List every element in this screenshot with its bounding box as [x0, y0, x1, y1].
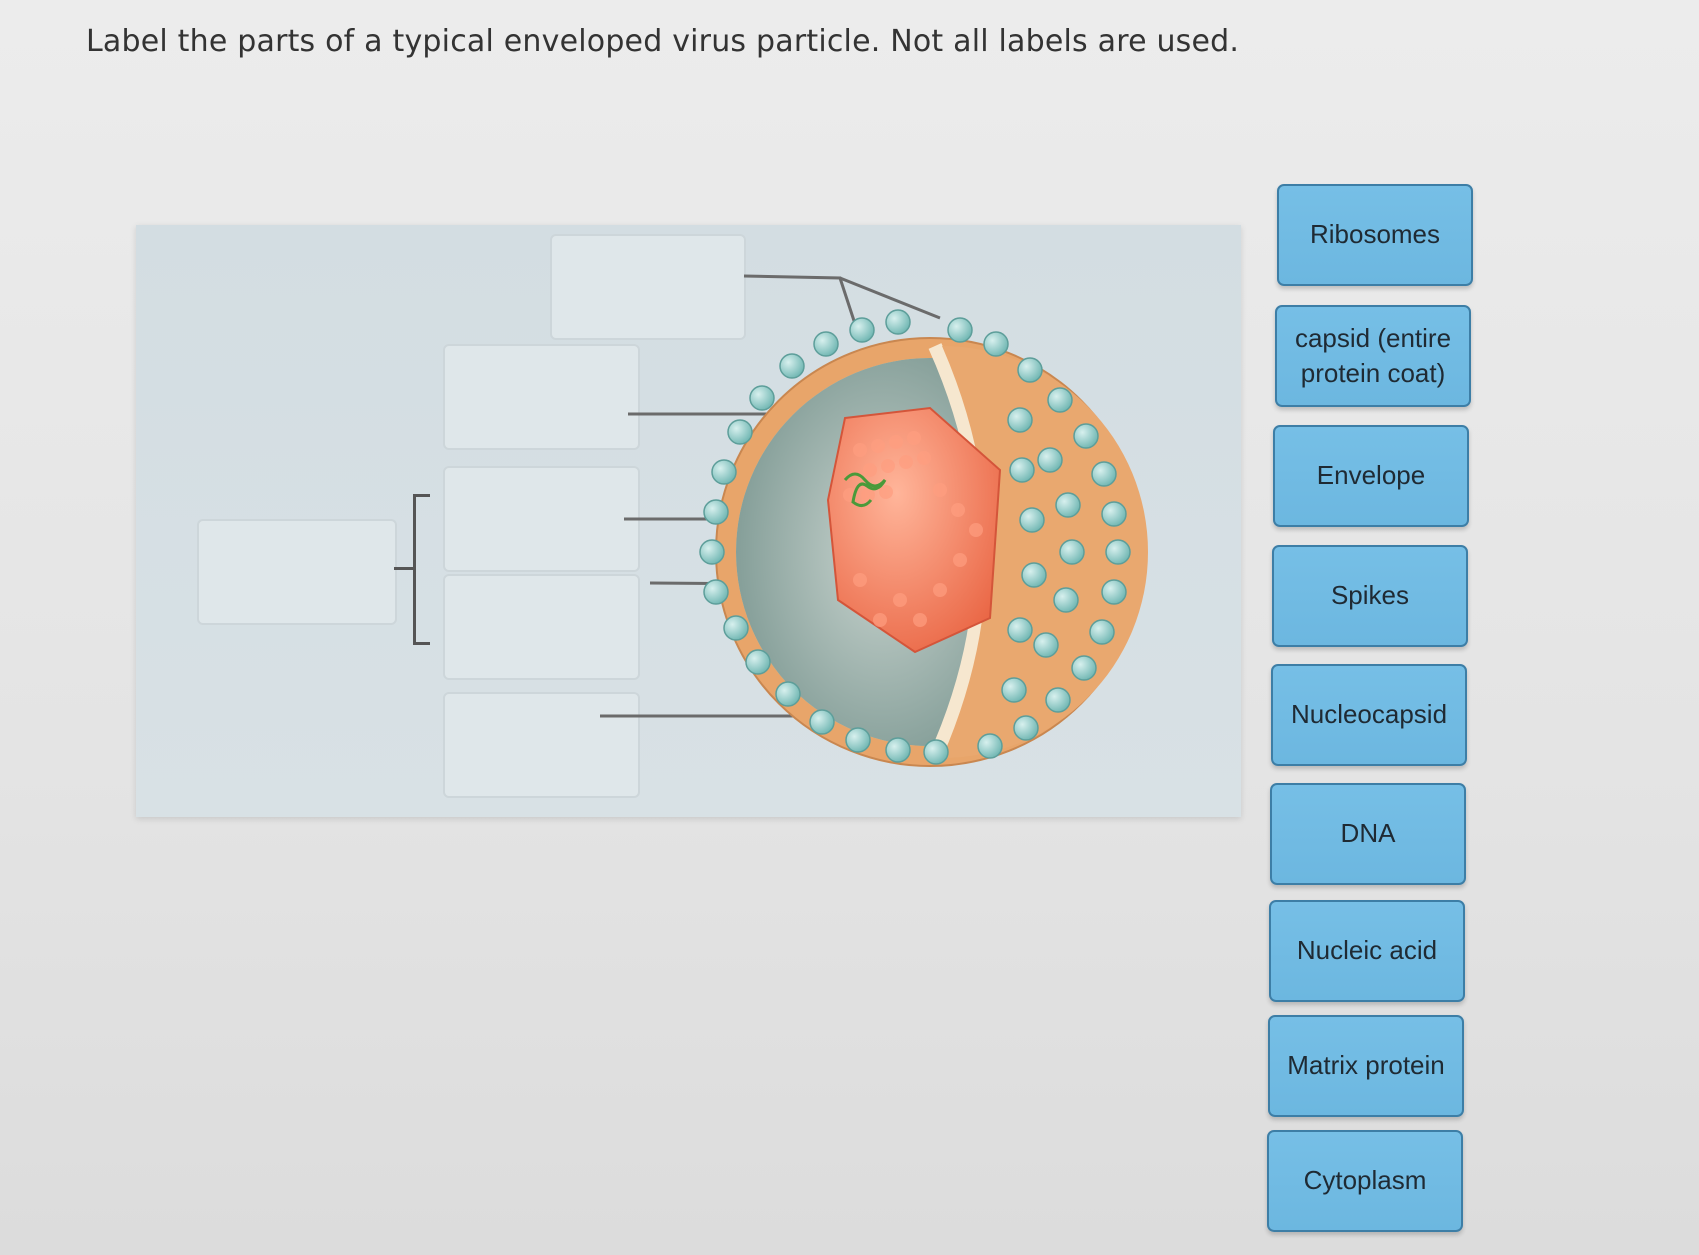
drop-target-2[interactable]	[443, 344, 640, 450]
drop-target-5[interactable]	[443, 692, 640, 798]
question-prompt: Label the parts of a typical enveloped v…	[86, 24, 1240, 59]
label-tile-envelope[interactable]: Envelope	[1273, 425, 1469, 527]
pointer-line-1	[743, 274, 860, 334]
label-tile-nucleic-acid[interactable]: Nucleic acid	[1269, 900, 1465, 1002]
group-bracket-stem	[394, 567, 414, 570]
group-bracket	[413, 494, 430, 645]
label-tile-cytoplasm[interactable]: Cytoplasm	[1267, 1130, 1463, 1232]
label-tile-capsid[interactable]: capsid (entire protein coat)	[1275, 305, 1471, 407]
drop-target-group[interactable]	[197, 519, 397, 625]
label-tile-ribosomes[interactable]: Ribosomes	[1277, 184, 1473, 286]
spikes	[699, 309, 1131, 765]
label-tile-spikes[interactable]: Spikes	[1272, 545, 1468, 647]
pointer-line-1b	[839, 276, 941, 320]
drop-target-1[interactable]	[550, 234, 746, 340]
label-tile-nucleocapsid[interactable]: Nucleocapsid	[1271, 664, 1467, 766]
label-tile-dna[interactable]: DNA	[1270, 783, 1466, 885]
outer-surface	[942, 346, 1148, 758]
drop-target-4[interactable]	[443, 574, 640, 680]
nucleic-acid	[843, 472, 887, 507]
label-tile-matrix-protein[interactable]: Matrix protein	[1268, 1015, 1464, 1117]
